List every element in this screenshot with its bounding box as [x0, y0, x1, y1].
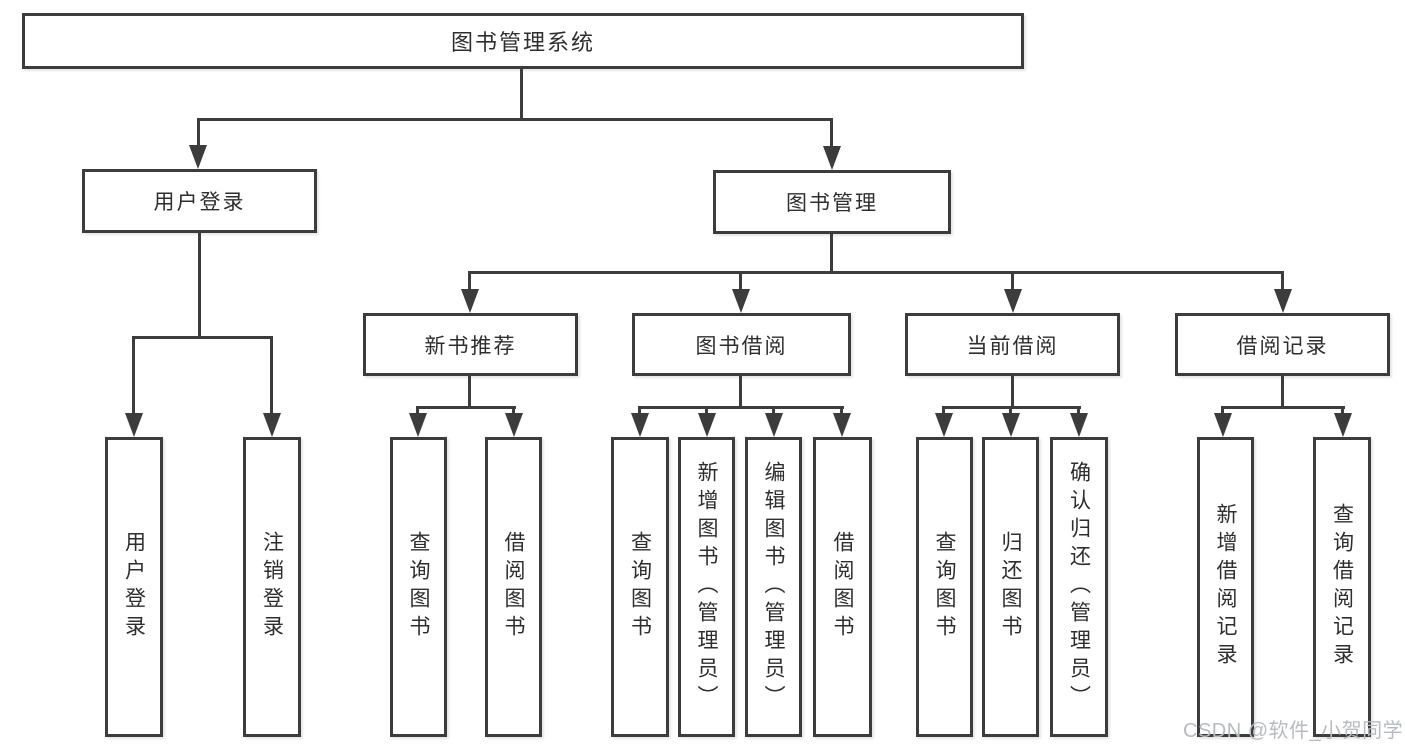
connector-line [198, 233, 201, 336]
csdn-watermark: CSDN @软件_小贺同学 [1183, 720, 1404, 742]
node-label: 新增图书（管理员） [695, 461, 718, 713]
node-label: 查询借阅记录 [1330, 503, 1354, 671]
arrow-down-icon [1214, 413, 1232, 437]
node-current-borrow: 当前借阅 [905, 313, 1120, 376]
connector-line [1281, 376, 1284, 409]
arrow-down-icon [698, 413, 716, 437]
node-book-borrow: 图书借阅 [632, 313, 851, 376]
connector-line [197, 118, 200, 149]
arrow-down-icon [1004, 289, 1022, 313]
connector-line [830, 118, 833, 150]
connector-line [638, 406, 844, 409]
connector-line [1281, 271, 1284, 292]
connector-line [772, 406, 775, 416]
arrow-down-icon [125, 413, 143, 437]
connector-line [520, 69, 523, 118]
arrow-down-icon [461, 289, 479, 313]
connector-line [1077, 406, 1080, 416]
node-user-login: 用户登录 [82, 169, 317, 233]
connector-line [1221, 406, 1224, 416]
node-label: 归还图书 [999, 531, 1022, 643]
leaf-borrow-add-books-admin: 新增图书（管理员） [678, 437, 735, 737]
node-label: 注销登录 [260, 531, 284, 643]
arrow-down-icon [409, 413, 427, 437]
arrow-down-icon [505, 413, 523, 437]
connector-line [705, 406, 708, 416]
arrow-down-icon [732, 289, 750, 313]
arrow-down-icon [765, 413, 783, 437]
node-label: 新书推荐 [424, 334, 517, 358]
node-label: 借阅记录 [1236, 334, 1329, 358]
arrow-down-icon [1274, 289, 1292, 313]
leaf-user-login: 用户登录 [105, 437, 163, 737]
leaf-borrow-borrow-books: 借阅图书 [813, 437, 872, 737]
connector-line [739, 271, 742, 292]
connector-line [1009, 406, 1012, 416]
arrow-down-icon [189, 145, 207, 169]
connector-line [416, 406, 419, 416]
leaf-recommend-query-books: 查询图书 [390, 437, 447, 737]
node-label: 查询图书 [407, 531, 430, 643]
arrow-down-icon [1070, 413, 1088, 437]
leaf-current-return-books: 归还图书 [982, 437, 1039, 737]
node-label: 借阅图书 [831, 531, 854, 643]
arrow-down-icon [1334, 413, 1352, 437]
node-label: 当前借阅 [966, 334, 1059, 358]
node-library-system: 图书管理系统 [22, 13, 1024, 69]
connector-line [840, 406, 843, 416]
connector-line [468, 376, 471, 409]
arrow-down-icon [833, 413, 851, 437]
connector-line [1011, 376, 1014, 409]
arrow-down-icon [263, 413, 281, 437]
connector-line [468, 271, 471, 292]
node-label: 图书借阅 [695, 334, 788, 358]
arrow-down-icon [1002, 413, 1020, 437]
connector-line [132, 336, 135, 416]
connector-line [512, 406, 515, 416]
leaf-record-add-borrow-record: 新增借阅记录 [1197, 437, 1254, 737]
leaf-borrow-edit-books-admin: 编辑图书（管理员） [745, 437, 802, 737]
leaf-record-query-borrow-record: 查询借阅记录 [1313, 437, 1371, 737]
leaf-current-query-books: 查询图书 [916, 437, 973, 737]
node-label: 编辑图书（管理员） [762, 461, 785, 713]
leaf-borrow-query-books: 查询图书 [611, 437, 669, 737]
arrow-down-icon [631, 413, 649, 437]
connector-line [270, 336, 273, 416]
node-label: 确认归还（管理员） [1067, 461, 1091, 713]
node-label: 查询图书 [933, 531, 956, 643]
leaf-recommend-borrow-books: 借阅图书 [485, 437, 542, 737]
connector-line [942, 406, 945, 416]
connector-line [416, 406, 516, 409]
arrow-down-icon [823, 146, 841, 170]
connector-line [197, 118, 833, 121]
connector-line [739, 376, 742, 409]
arrow-down-icon [935, 413, 953, 437]
node-label: 图书管理系统 [450, 30, 595, 55]
node-label: 用户登录 [122, 531, 146, 643]
connector-line [132, 336, 273, 339]
connector-line [468, 271, 1284, 274]
node-label: 新增借阅记录 [1214, 503, 1237, 671]
connector-line [1011, 271, 1014, 292]
connector-line [638, 406, 641, 416]
leaf-current-confirm-return-admin: 确认归还（管理员） [1050, 437, 1108, 737]
connector-line [1221, 406, 1345, 409]
node-borrow-record: 借阅记录 [1175, 313, 1390, 376]
connector-line [1341, 406, 1344, 416]
node-label: 用户登录 [153, 191, 246, 214]
node-book-management: 图书管理 [713, 170, 951, 234]
leaf-logout: 注销登录 [243, 437, 301, 737]
connector-line [830, 234, 833, 274]
node-label: 查询图书 [628, 531, 652, 643]
node-label: 借阅图书 [502, 531, 525, 643]
node-label: 图书管理 [786, 192, 878, 215]
node-new-book-recommend: 新书推荐 [363, 313, 578, 376]
